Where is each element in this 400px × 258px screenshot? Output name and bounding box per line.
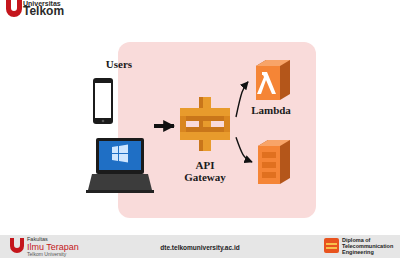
laptop-keyboard: [88, 174, 152, 190]
ec2-symbol: [258, 140, 290, 184]
phone-screen: [95, 83, 111, 118]
faculty-text: Telkom University: [27, 252, 66, 257]
faculty-text: Ilmu Terapan: [27, 243, 79, 252]
laptop-icon: [96, 138, 144, 174]
program-text: Telecommunication: [342, 244, 393, 250]
program-logo-mark: [324, 238, 339, 253]
api-gateway-node: API Gateway: [174, 95, 236, 183]
node-label: Users: [106, 58, 132, 70]
user-devices: Users: [84, 58, 154, 194]
logo-text: Telkom: [23, 5, 64, 17]
node-label: Lambda: [251, 104, 291, 116]
faculty-logo-mark: [10, 238, 24, 253]
laptop-base: [86, 190, 154, 193]
phone-button: [102, 120, 105, 123]
footer-band: [0, 235, 400, 258]
api-gateway-symbol: [180, 97, 230, 151]
connector-arrow: [236, 82, 248, 117]
lambda-symbol: [256, 60, 290, 100]
program-text: Diploma of: [342, 238, 370, 244]
program-text: Engineering: [342, 250, 374, 256]
website-url: dte.telkomuniversity.ac.id: [0, 245, 400, 252]
connector-arrow: [236, 137, 252, 162]
laptop-logo: [112, 145, 128, 163]
ec2-node: [252, 138, 294, 188]
connector-arrow: [154, 124, 174, 128]
laptop-screen: [99, 141, 141, 170]
university-logo-mark: [6, 0, 22, 17]
phone-icon: [93, 78, 113, 124]
node-label: API Gateway: [174, 159, 236, 183]
lambda-node: Lambda: [248, 58, 294, 116]
